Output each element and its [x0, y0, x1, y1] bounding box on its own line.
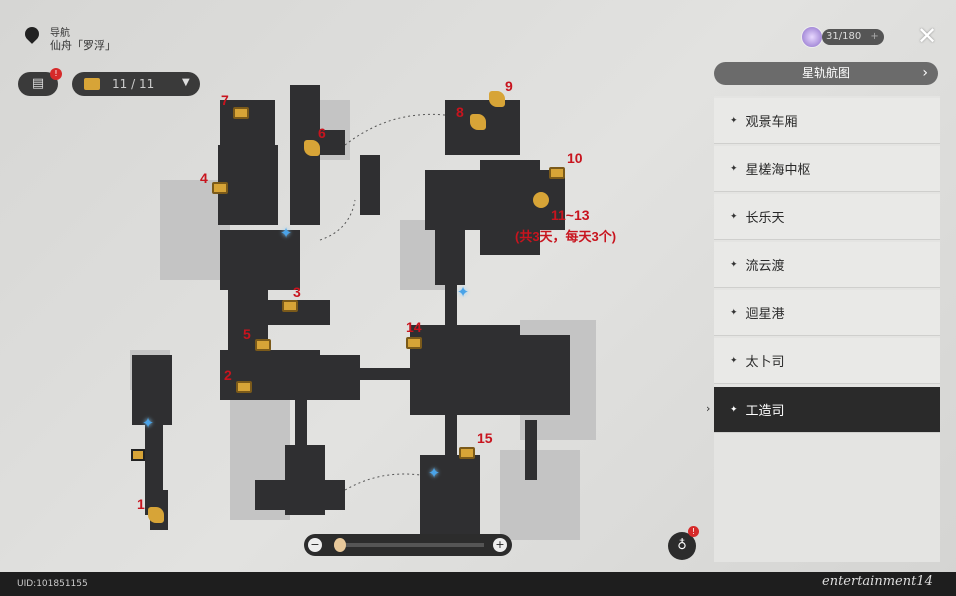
plus-icon: +	[870, 31, 879, 42]
space-anchor-icon[interactable]: ✦	[456, 283, 470, 301]
chevron-right-icon: ›	[922, 65, 928, 81]
watermark: entertainment14	[822, 574, 933, 589]
currency-display[interactable]: 31/180 +	[822, 29, 884, 45]
area-item-artisanship-commission[interactable]: ✦ 工造司	[714, 387, 940, 433]
diamond-icon: ✦	[730, 307, 738, 318]
diamond-icon: ✦	[730, 163, 738, 174]
area-label: 工造司	[745, 404, 785, 419]
footer-bar	[0, 572, 956, 596]
chest-marker-icon[interactable]	[236, 381, 252, 393]
marker-label-15: 15	[477, 430, 493, 446]
zoom-track	[334, 543, 484, 547]
area-item-central-starskiff-haven[interactable]: ✦ 星槎海中枢	[714, 146, 940, 192]
location-name: 仙舟「罗浮」	[50, 39, 116, 52]
chest-marker-icon[interactable]	[459, 447, 475, 459]
star-rail-map-label: 星轨航图	[801, 66, 850, 80]
chest-filter-dropdown[interactable]: 11 / 11 ▼	[72, 72, 200, 96]
stellar-jade-icon	[801, 26, 823, 48]
location-pin-icon	[22, 24, 42, 44]
area-label: 流云渡	[745, 259, 785, 274]
area-label: 观景车厢	[745, 115, 798, 130]
space-anchor-icon[interactable]: ✦	[141, 414, 155, 432]
connector-paths	[319, 113, 446, 491]
nav-label: 导航	[50, 28, 70, 39]
exit-icon[interactable]	[131, 449, 145, 461]
marker-label-2: 2	[224, 367, 232, 383]
area-label: 星槎海中枢	[745, 163, 811, 178]
puzzle-marker-icon[interactable]	[489, 91, 505, 107]
notification-badge: !	[50, 68, 62, 80]
close-icon[interactable]: ✕	[917, 22, 938, 50]
marker-label-9: 9	[505, 78, 513, 94]
planet-icon: ♁	[677, 538, 687, 553]
chest-icon	[84, 78, 100, 90]
planet-badge: !	[688, 526, 699, 537]
current-area-arrow-icon: ›	[706, 402, 711, 415]
area-item-cloudford[interactable]: ✦ 流云渡	[714, 242, 940, 288]
marker-label-4: 4	[200, 170, 208, 186]
space-anchor-icon[interactable]: ✦	[427, 464, 441, 482]
special-puzzle-icon[interactable]	[533, 192, 549, 208]
puzzle-marker-icon[interactable]	[470, 114, 486, 130]
area-label: 长乐天	[745, 211, 785, 226]
chest-marker-icon[interactable]	[282, 300, 298, 312]
area-label: 迴星港	[745, 307, 785, 322]
puzzle-marker-icon[interactable]	[304, 140, 320, 156]
annotation-3-days: (共3天，每天3个)	[515, 229, 617, 244]
chest-marker-icon[interactable]	[549, 167, 565, 179]
chest-count: 11 / 11	[112, 77, 155, 91]
currency-value: 31/180	[826, 31, 862, 42]
area-label: 太卜司	[745, 355, 785, 370]
puzzle-marker-icon[interactable]	[148, 507, 164, 523]
zoom-out-button[interactable]: −	[308, 538, 322, 552]
marker-label-6: 6	[318, 125, 326, 141]
area-item-starskiff-haven[interactable]: ✦ 迴星港	[714, 290, 940, 336]
diamond-icon: ✦	[730, 259, 738, 270]
star-rail-map-button[interactable]: 星轨航图 ›	[714, 62, 938, 85]
marker-label-7: 7	[221, 92, 229, 108]
clipboard-icon: ▤	[31, 76, 45, 91]
marker-label-14: 14	[406, 319, 422, 335]
marker-label-11-13: 11~13	[551, 207, 590, 223]
area-item-observation-car[interactable]: ✦ 观景车厢	[714, 98, 940, 144]
chest-marker-icon[interactable]	[233, 107, 249, 119]
map-canvas[interactable]	[120, 80, 620, 540]
marker-label-8: 8	[456, 104, 464, 120]
zoom-in-button[interactable]: +	[493, 538, 507, 552]
marker-label-5: 5	[243, 326, 251, 342]
chevron-down-icon: ▼	[182, 77, 190, 88]
zoom-slider[interactable]: − +	[304, 534, 512, 556]
diamond-icon: ✦	[730, 355, 738, 366]
chest-marker-icon[interactable]	[212, 182, 228, 194]
diamond-icon: ✦	[730, 211, 738, 222]
zoom-handle[interactable]	[334, 538, 346, 552]
space-anchor-icon[interactable]: ✦	[279, 224, 293, 242]
chest-marker-icon[interactable]	[406, 337, 422, 349]
marker-label-3: 3	[293, 284, 301, 300]
marker-label-10: 10	[567, 150, 583, 166]
diamond-icon: ✦	[730, 404, 738, 415]
uid-label: UID:101851155	[17, 579, 88, 589]
chest-marker-icon[interactable]	[255, 339, 271, 351]
diamond-icon: ✦	[730, 115, 738, 126]
marker-label-1: 1	[137, 496, 145, 512]
area-item-everlasting-flames[interactable]: ✦ 长乐天	[714, 194, 940, 240]
area-item-divination-commission[interactable]: ✦ 太卜司	[714, 338, 940, 384]
